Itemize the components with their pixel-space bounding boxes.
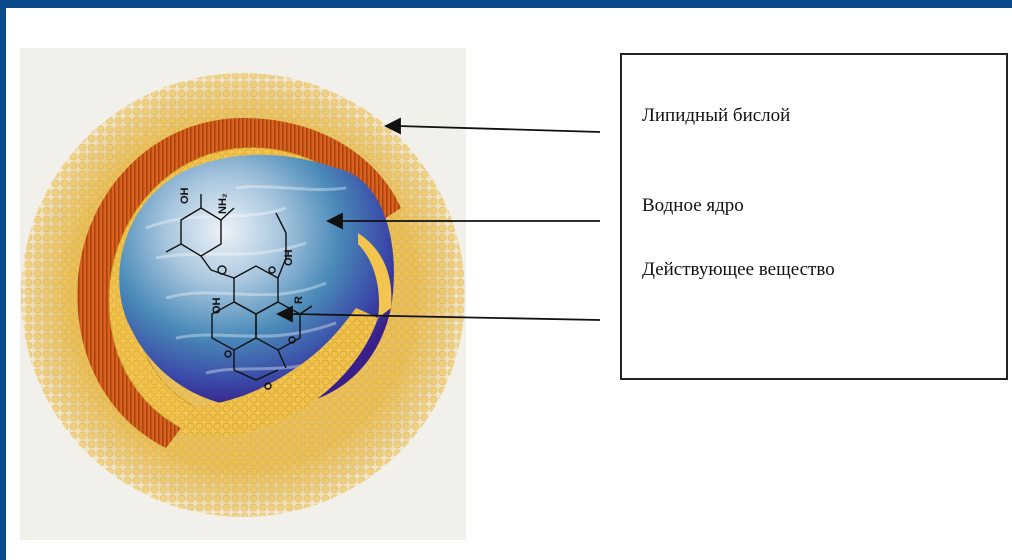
molecule-label-nh2: NH₂: [217, 193, 229, 214]
label-active-substance: Действующее вещество: [642, 259, 835, 281]
slide-frame: OH NH₂ OH OH R Липидный бислой Водное яд…: [6, 8, 1012, 560]
molecule-label-oh-top: OH: [179, 187, 191, 204]
molecule-label-oh-left: OH: [211, 297, 223, 314]
label-aqueous-core: Водное ядро: [642, 195, 744, 217]
molecule-label-oh-mid: OH: [283, 249, 295, 266]
legend-box: Липидный бислой Водное ядро Действующее …: [620, 53, 1008, 380]
molecule-label-r: R: [293, 296, 305, 304]
label-lipid-bilayer: Липидный бислой: [642, 105, 790, 127]
